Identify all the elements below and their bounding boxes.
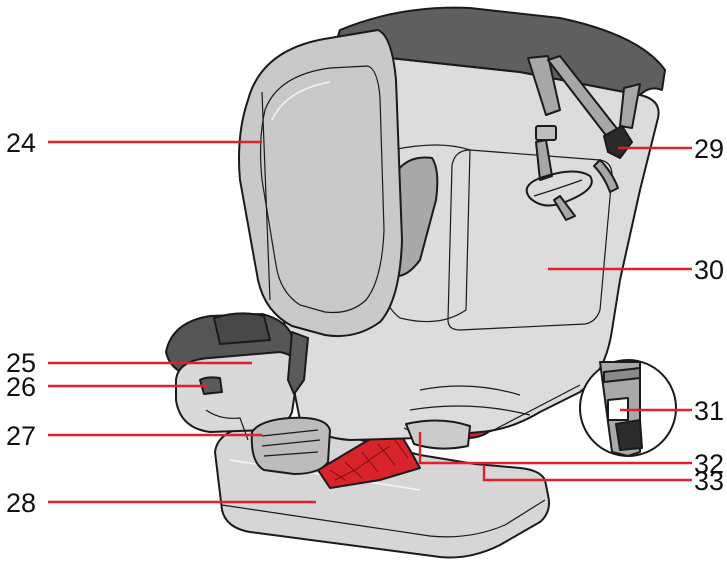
callout-27: 27 bbox=[6, 421, 36, 451]
callout-32: 32 bbox=[694, 449, 724, 479]
leader-33 bbox=[482, 465, 692, 482]
callout-30: 30 bbox=[694, 255, 724, 285]
callout-26: 26 bbox=[6, 372, 36, 402]
headrest bbox=[238, 29, 403, 338]
callout-33: 33 bbox=[694, 466, 724, 496]
callout-29: 29 bbox=[694, 134, 724, 164]
leader-32 bbox=[418, 432, 692, 465]
leader-lines bbox=[48, 140, 692, 504]
callout-24: 24 bbox=[6, 128, 36, 158]
tether-strap bbox=[525, 55, 641, 221]
callout-31: 31 bbox=[694, 396, 724, 426]
callout-25: 25 bbox=[6, 348, 36, 378]
belt-clip bbox=[250, 416, 331, 475]
callout-28: 28 bbox=[6, 488, 36, 518]
callout-numbers: 24 25 26 27 28 29 30 31 32 33 bbox=[6, 128, 724, 518]
